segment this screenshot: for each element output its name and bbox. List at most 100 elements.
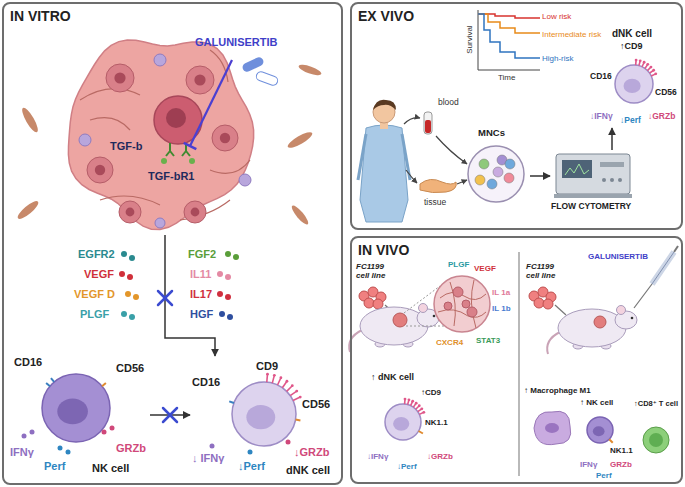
macrophage (534, 411, 571, 444)
drug-pill (255, 71, 279, 87)
cancer-cell (87, 157, 113, 183)
panel: IN VITROTGF-bTGF-bR1CD16CD56IFNγPerfGRZb… (2, 2, 343, 485)
receptor (51, 378, 54, 382)
stroma-fiber (471, 280, 476, 328)
connector-arrow (530, 175, 550, 177)
cytokine-dot (121, 311, 127, 317)
cell-label: ↑ NK cell (580, 398, 613, 407)
receptor (46, 383, 50, 386)
sample-arrow (404, 118, 420, 124)
receptor (102, 383, 106, 386)
cell-label: NK1.1 (425, 418, 448, 427)
machine-slot (600, 162, 624, 167)
cell-line-cluster (364, 298, 374, 308)
annotation-label: ↑CD8⁺ T cell (634, 400, 678, 409)
cd9-spike (646, 63, 649, 66)
mouse (631, 317, 634, 320)
sample-arrow (406, 170, 417, 183)
annotation-label: FC1199 cell line (526, 262, 562, 280)
annotation-label: FC1199 cell line (356, 262, 392, 280)
cytokine-dot (217, 271, 223, 277)
immune-cell (154, 54, 166, 66)
immune-cell (155, 218, 165, 228)
cd9-spike (639, 59, 642, 62)
dnk-cell: ↑ dNK cell↑CD9NK1.1↓IFNγ↓Perf↓GRZb (365, 372, 475, 476)
cancer-cell (212, 125, 238, 151)
cytokine-dot (121, 251, 127, 257)
panel: EX VIVOMNCsFLOW CYTOMETRYdNK cell↑CD9CD1… (350, 2, 683, 230)
cytokine-dot (217, 291, 223, 297)
mouse (419, 304, 428, 313)
annotation-label: VEGF D (74, 288, 115, 301)
stroma-fiber (90, 118, 130, 130)
inhibition-line (190, 60, 232, 146)
annotation-label: GALUNISERTIB (588, 252, 648, 261)
cell-label: MNCs (478, 128, 505, 139)
cell-body (385, 404, 421, 440)
cell-label: ↓Perf (620, 116, 641, 126)
cytokine-dot (119, 271, 125, 277)
cell-body (42, 374, 110, 442)
cytokine-dot (219, 311, 225, 317)
drug-syringe (652, 252, 674, 284)
patient-figure (358, 134, 366, 180)
panel-heading: IN VIVO (358, 242, 409, 258)
cell-label: ↓IFNγ (367, 452, 388, 461)
panel-divider (519, 252, 520, 476)
cd9-spike (266, 373, 269, 376)
blood-tube (424, 112, 432, 134)
annotation-label: Intermediate risk (542, 30, 601, 39)
annotation-label: FGF2 (188, 248, 216, 261)
mouse (558, 309, 626, 347)
machine-button (602, 178, 606, 182)
cd9-spike (286, 380, 289, 383)
cd9-spike (411, 400, 414, 403)
survival-chart (478, 10, 540, 70)
tumor-inset: PLGFVEGFIL 1aIL 1bCXCR4STAT3 (428, 258, 516, 350)
annotation-label: VEGF (84, 268, 114, 281)
cancer-cell (453, 287, 463, 297)
cancer-cell (184, 201, 206, 223)
cell-nucleus (393, 417, 409, 431)
cancer-cell (194, 74, 205, 85)
granule (30, 430, 35, 435)
drug-syringe (652, 252, 674, 284)
annotation-label: tissue (424, 198, 446, 208)
panel-heading: EX VIVO (358, 8, 414, 24)
mnc-dish (468, 146, 524, 202)
cell-label: ↓GRZb (427, 452, 453, 461)
cd9-spike (418, 404, 421, 407)
cell-label: GRZb (610, 460, 632, 469)
annotation-label: blood (438, 98, 459, 108)
cytokine-dot (225, 251, 231, 257)
block-cross (163, 408, 177, 422)
cd9-spike (291, 384, 294, 387)
cell-label: CD16 (590, 72, 612, 82)
cell-label: NK cell (92, 462, 129, 475)
cell-label: CD56 (302, 398, 330, 411)
cell-label: CD9 (256, 360, 278, 373)
sample-arrow (404, 118, 467, 184)
macrophage (545, 423, 559, 433)
cell-line-cluster (373, 299, 383, 309)
cancer-cell (119, 201, 141, 223)
tgf-ligand (189, 158, 195, 164)
cell-label: CD56 (116, 362, 144, 375)
cell-label: IFNγ (10, 446, 34, 459)
fibroblast (20, 106, 41, 134)
cytokine-dot (129, 314, 135, 320)
cytokine-dot (125, 291, 131, 297)
cell-label: ↓GRZb (294, 446, 329, 459)
cell-label: STAT3 (476, 336, 500, 345)
cd9-spike (415, 402, 418, 405)
cancer-cell (186, 66, 214, 94)
inhibition-line (184, 143, 197, 149)
cell-line-cluster (534, 298, 544, 308)
dnk-cell: CD9CD16CD56↓ IFNγ↓Perf↓GRZbdNK cell (190, 356, 338, 478)
fibroblast (298, 63, 323, 78)
cancer-cell (220, 133, 230, 143)
cell-line-cluster (543, 299, 553, 309)
annotation-label: Time (498, 73, 515, 82)
annotation-label: HGF (190, 308, 213, 321)
cell-label: NK1.1 (610, 446, 633, 455)
